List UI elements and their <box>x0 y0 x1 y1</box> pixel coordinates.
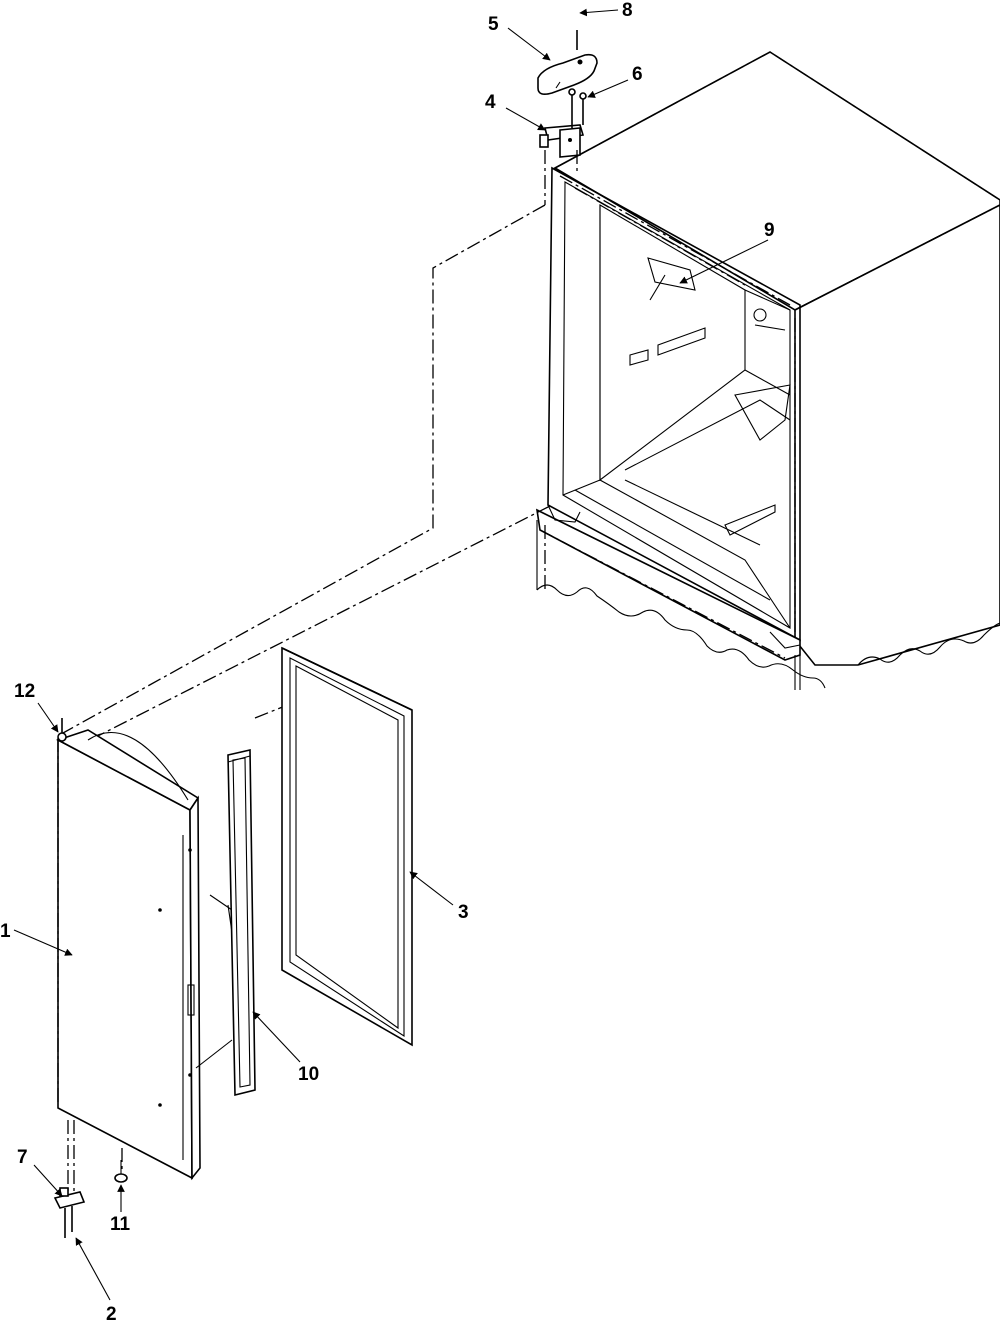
callout-label-8: 8 <box>622 0 633 21</box>
hinge-screws <box>568 30 587 128</box>
callout-7: 7 <box>17 1147 63 1197</box>
callout-9: 9 <box>679 220 775 284</box>
callout-5: 5 <box>488 14 551 61</box>
callout-2: 2 <box>75 1237 117 1321</box>
door-stop-bumper <box>114 1160 128 1183</box>
door-gasket <box>281 646 413 1047</box>
callout-label-12: 12 <box>14 681 35 702</box>
callout-10: 10 <box>252 1011 319 1085</box>
callout-label-1: 1 <box>0 921 11 942</box>
callout-4: 4 <box>485 92 546 131</box>
callout-label-3: 3 <box>458 902 469 923</box>
callout-1: 1 <box>0 921 73 956</box>
callout-label-10: 10 <box>298 1064 319 1085</box>
callout-label-5: 5 <box>488 14 499 35</box>
door-panel <box>55 718 201 1181</box>
callout-label-9: 9 <box>764 220 775 241</box>
callout-11: 11 <box>110 1184 131 1235</box>
callout-6: 6 <box>587 64 643 98</box>
hinge-pin-screws <box>64 1206 73 1238</box>
top-hinge-bracket <box>539 124 585 158</box>
callout-label-6: 6 <box>632 64 643 85</box>
callout-8: 8 <box>579 0 633 21</box>
callout-12: 12 <box>14 681 59 733</box>
callout-label-11: 11 <box>110 1214 131 1235</box>
refrigerator-cabinet <box>535 51 1000 690</box>
callout-3: 3 <box>409 871 469 923</box>
door-handle <box>227 749 256 1097</box>
callout-label-7: 7 <box>17 1147 28 1168</box>
bottom-hinge <box>53 1187 86 1209</box>
top-hinge-cover <box>537 53 598 95</box>
callout-label-2: 2 <box>106 1304 117 1321</box>
callout-label-4: 4 <box>485 92 496 113</box>
